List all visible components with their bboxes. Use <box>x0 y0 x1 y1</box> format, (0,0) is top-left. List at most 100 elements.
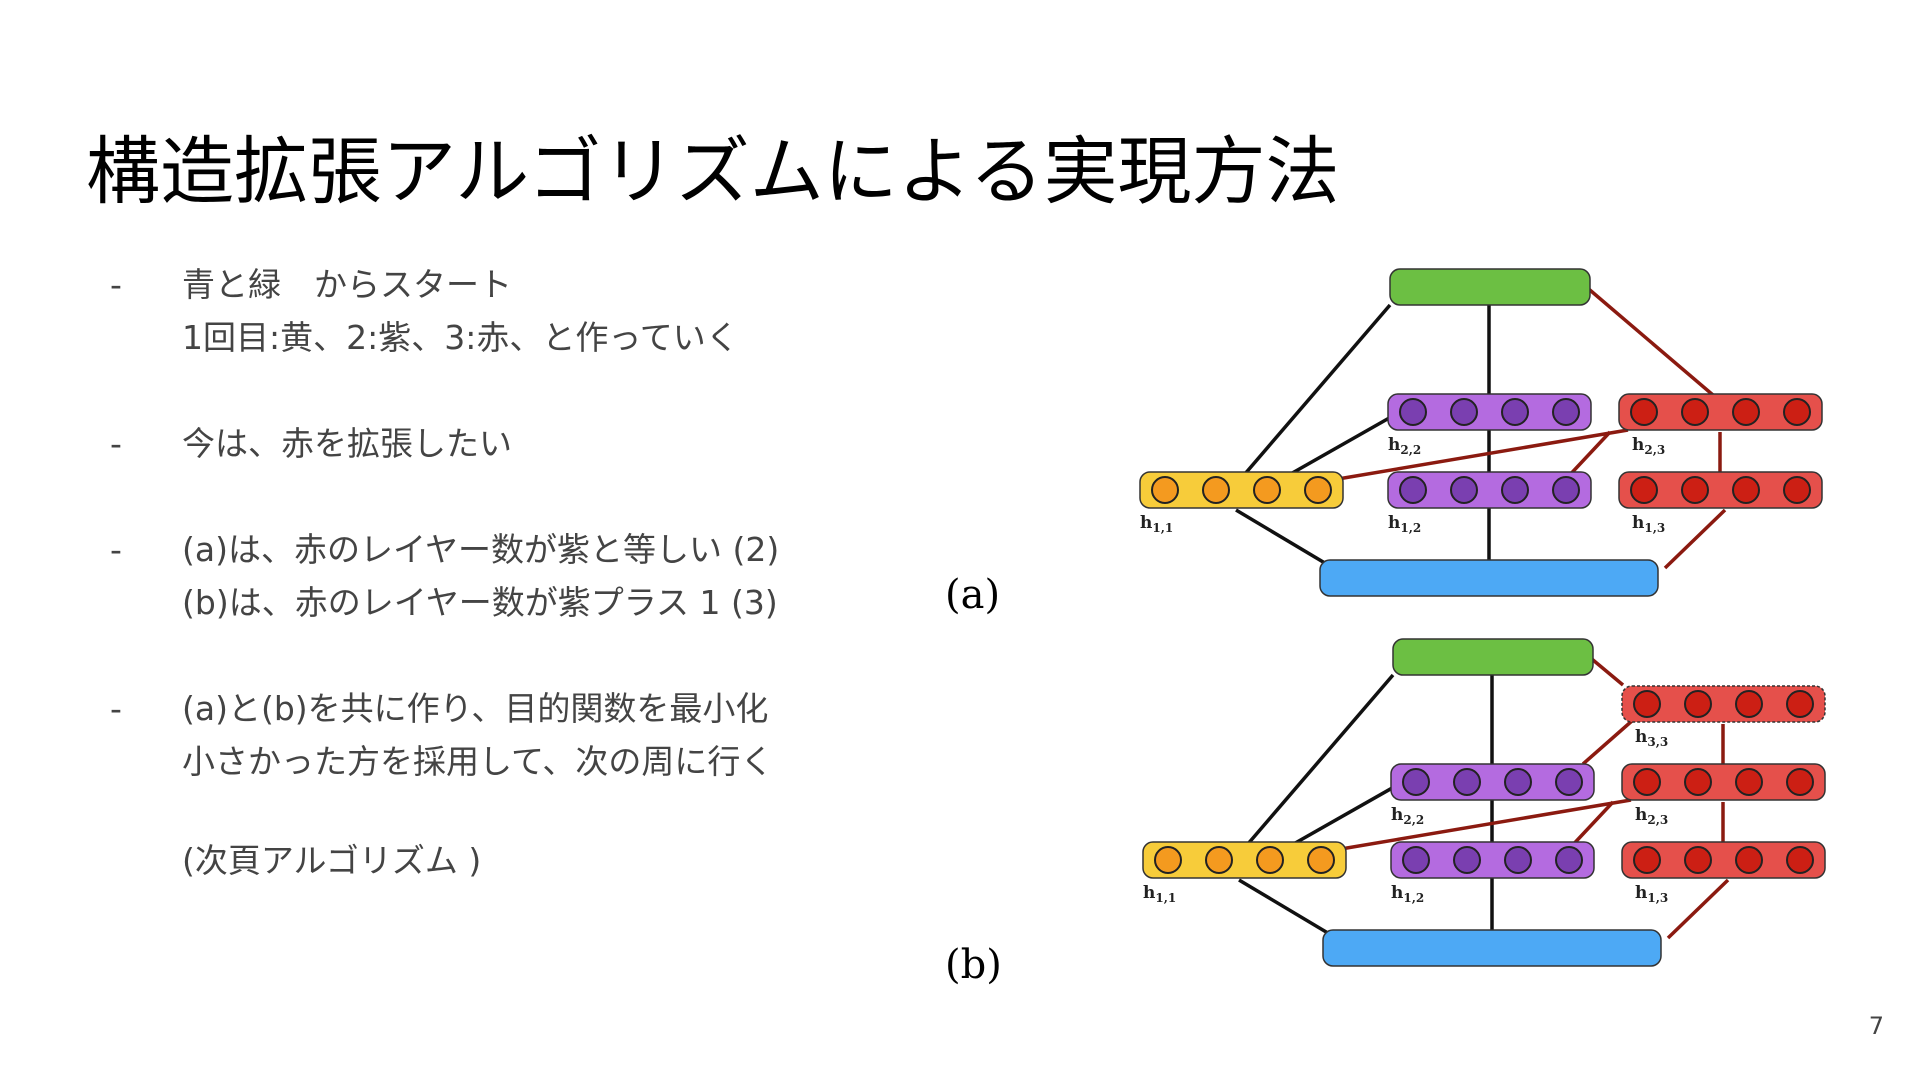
neuron <box>1633 768 1661 796</box>
neuron <box>1151 476 1179 504</box>
output-layer <box>1392 638 1594 676</box>
layer-label: h2,2 <box>1388 435 1421 457</box>
neuron <box>1552 476 1580 504</box>
layer-label: h1,1 <box>1140 513 1173 535</box>
layer-h23 <box>1621 763 1826 801</box>
edge <box>1236 303 1392 484</box>
bullet-line: (a)は、赤のレイヤー数が紫と等しい (2) <box>182 530 780 569</box>
bullet-line: 1回目:黄、2:紫、3:赤、と作っていく <box>182 318 739 357</box>
bullet-line: 青と緑 からスタート <box>182 265 512 304</box>
neuron <box>1253 476 1281 504</box>
input-layer <box>1319 559 1659 597</box>
bullet-list: - 青と緑 からスタート 1回目:黄、2:紫、3:赤、と作っていく - 今は、赤… <box>110 258 1010 841</box>
neuron <box>1453 768 1481 796</box>
bullet-line: (b)は、赤のレイヤー数が紫プラス 1 (3) <box>182 583 778 622</box>
next-page-note: (次頁アルゴリズム ) <box>182 841 482 880</box>
neuron <box>1783 398 1811 426</box>
neuron <box>1504 768 1532 796</box>
neuron <box>1501 398 1529 426</box>
layer-h12 <box>1390 841 1595 879</box>
layer-label: h1,2 <box>1388 513 1421 535</box>
neuron <box>1633 846 1661 874</box>
neuron <box>1205 846 1233 874</box>
layer-label: h2,3 <box>1635 805 1668 827</box>
bullet-item: - (a)と(b)を共に作り、目的関数を最小化 小さかった方を採用して、次の周に… <box>110 682 1010 788</box>
neuron <box>1304 476 1332 504</box>
bullet-dash: - <box>110 424 122 463</box>
edge <box>1581 718 1635 766</box>
neuron <box>1786 768 1814 796</box>
layer-label: h1,2 <box>1391 883 1424 905</box>
neuron <box>1735 846 1763 874</box>
neuron <box>1786 690 1814 718</box>
neuron <box>1630 476 1658 504</box>
neuron <box>1154 846 1182 874</box>
input-layer <box>1322 929 1662 967</box>
bullet-line: 小さかった方を採用して、次の周に行く <box>182 742 774 781</box>
neuron <box>1402 846 1430 874</box>
neuron <box>1732 476 1760 504</box>
neuron <box>1402 768 1430 796</box>
neuron <box>1633 690 1661 718</box>
output-layer <box>1389 268 1591 306</box>
neuron <box>1735 690 1763 718</box>
neuron <box>1684 846 1712 874</box>
bullet-dash: - <box>110 265 122 304</box>
layer-h22 <box>1390 763 1595 801</box>
edge <box>1331 428 1629 482</box>
layer-label: h2,2 <box>1391 805 1424 827</box>
neuron <box>1732 398 1760 426</box>
bullet-dash: - <box>110 689 122 728</box>
page-number: 7 <box>1868 1012 1884 1040</box>
neuron <box>1202 476 1230 504</box>
bullet-item: - 青と緑 からスタート 1回目:黄、2:紫、3:赤、と作っていく <box>110 258 1010 364</box>
bullet-line: (a)と(b)を共に作り、目的関数を最小化 <box>182 689 769 728</box>
bullet-item: - (a)は、赤のレイヤー数が紫と等しい (2) (b)は、赤のレイヤー数が紫プ… <box>110 523 1010 629</box>
neuron <box>1504 846 1532 874</box>
panel-b: h3,3 h2,2 h2,3 h1,1 h1,2 h1,3 <box>1142 638 1826 967</box>
neuron <box>1399 398 1427 426</box>
neuron <box>1735 768 1763 796</box>
neuron <box>1555 846 1583 874</box>
neuron <box>1786 846 1814 874</box>
neuron <box>1630 398 1658 426</box>
edge <box>1239 673 1395 854</box>
layer-h12 <box>1387 471 1592 509</box>
layer-label: h1,1 <box>1143 883 1176 905</box>
edge <box>1666 878 1730 940</box>
neuron <box>1681 476 1709 504</box>
panel-a: h2,2 h2,3 h1,1 h1,2 h1,3 <box>1139 268 1823 597</box>
panel-label-b: (b) <box>945 942 1002 988</box>
neuron <box>1307 846 1335 874</box>
layer-h11 <box>1139 471 1344 509</box>
architecture-diagram: h2,2 h2,3 h1,1 h1,2 h1,3 <box>1139 268 1826 967</box>
layer-h13 <box>1618 471 1823 509</box>
layer-label: h1,3 <box>1635 883 1668 905</box>
neuron <box>1552 398 1580 426</box>
neuron <box>1783 476 1811 504</box>
neuron <box>1501 476 1529 504</box>
slide-title: 構造拡張アルゴリズムによる実現方法 <box>86 129 1340 215</box>
layer-h23 <box>1618 393 1823 431</box>
edge <box>1282 777 1409 852</box>
neuron <box>1256 846 1284 874</box>
neuron <box>1450 398 1478 426</box>
layer-h33 <box>1621 685 1826 723</box>
layer-h22 <box>1387 393 1592 431</box>
layer-h11 <box>1142 841 1347 879</box>
edge <box>1279 407 1406 482</box>
edge <box>1663 508 1727 570</box>
bullet-dash: - <box>110 530 122 569</box>
layer-h13 <box>1621 841 1826 879</box>
bullet-line: 今は、赤を拡張したい <box>182 424 512 463</box>
layer-label: h3,3 <box>1635 727 1668 749</box>
neuron <box>1684 690 1712 718</box>
neuron <box>1555 768 1583 796</box>
neuron <box>1684 768 1712 796</box>
edge <box>1334 798 1632 852</box>
edge <box>1582 283 1722 403</box>
bullet-item: - 今は、赤を拡張したい <box>110 417 1010 470</box>
layer-label: h2,3 <box>1632 435 1665 457</box>
neuron <box>1399 476 1427 504</box>
neuron <box>1681 398 1709 426</box>
